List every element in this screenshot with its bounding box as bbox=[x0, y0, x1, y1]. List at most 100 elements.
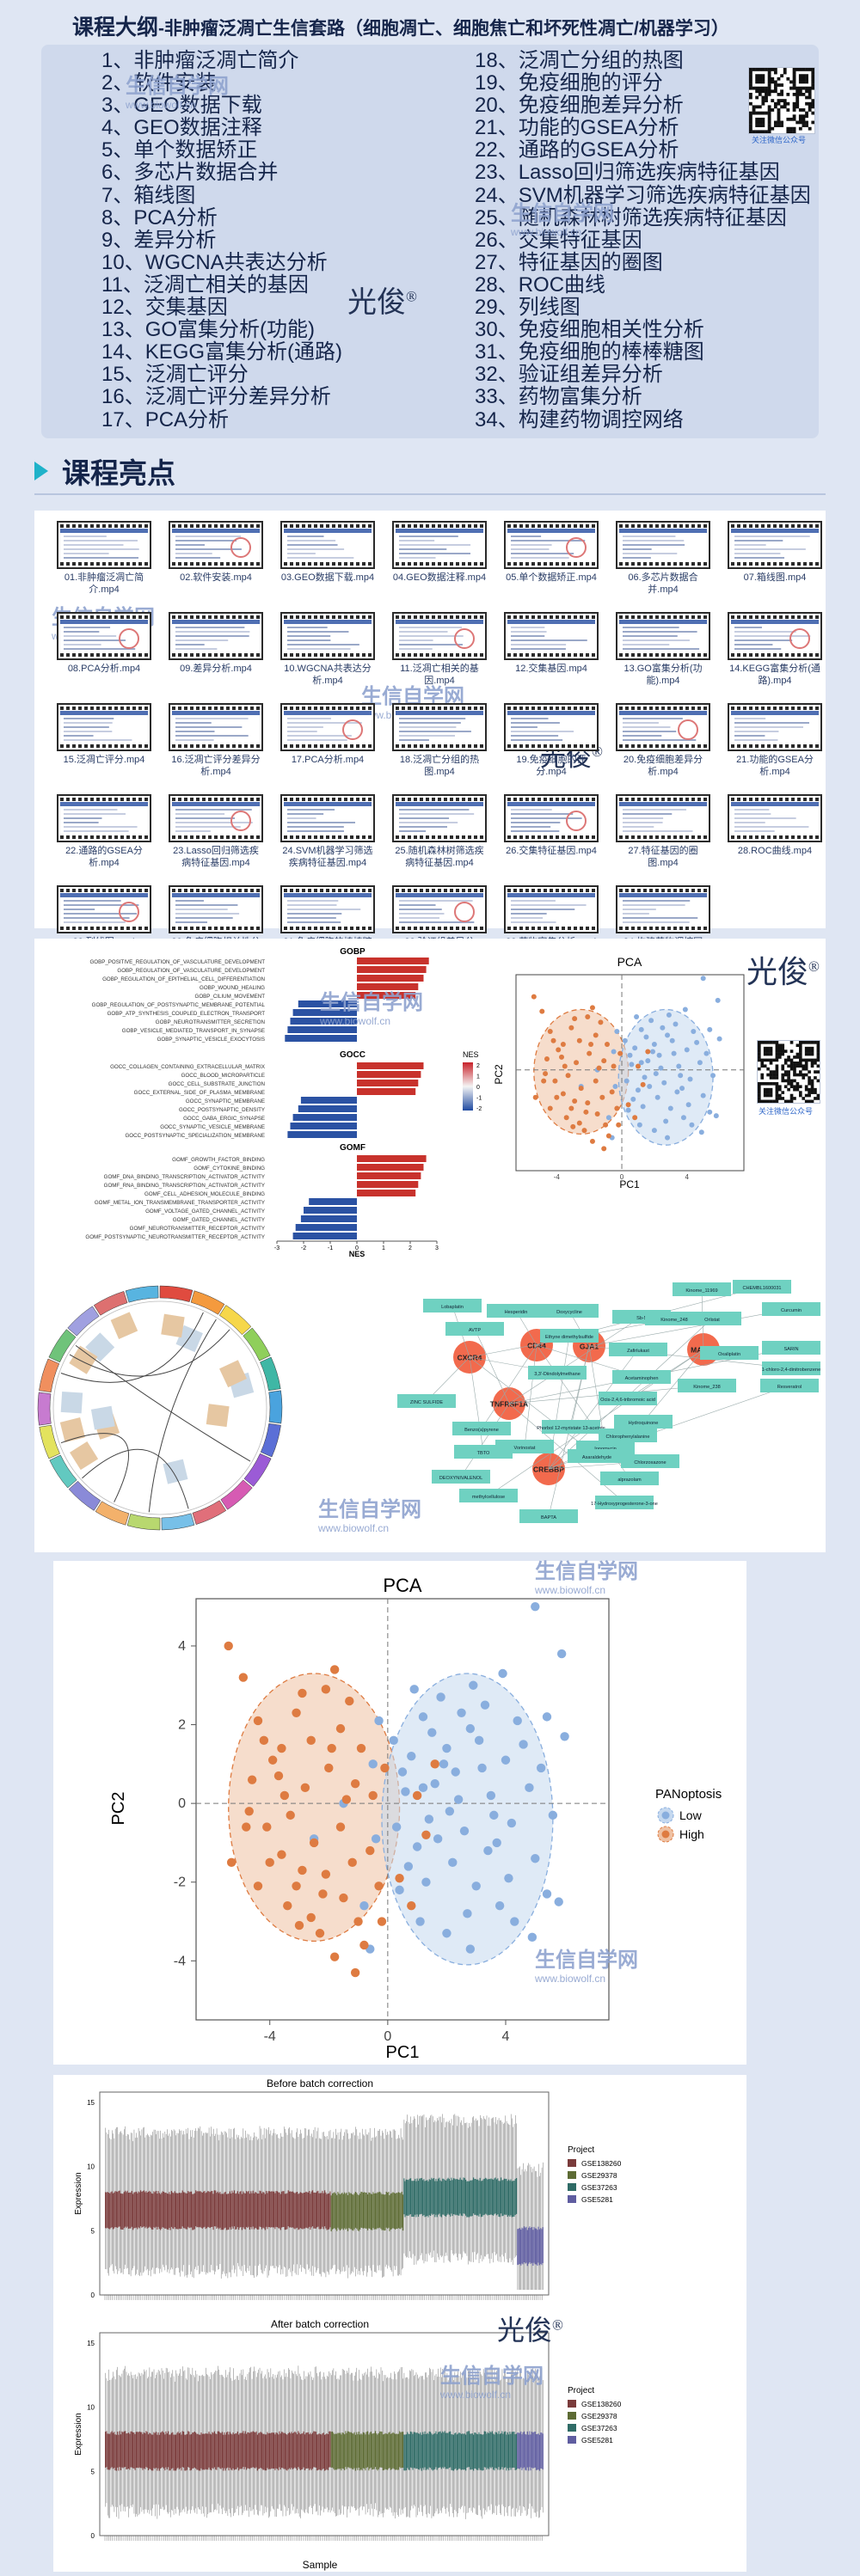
network-drug-label: Sb-5 bbox=[636, 1316, 647, 1321]
film-strip bbox=[60, 835, 148, 839]
qr-module bbox=[771, 68, 775, 71]
boxplot-box bbox=[307, 2192, 309, 2229]
video-thumbnail[interactable]: 28.ROC曲线.mp4 bbox=[728, 794, 822, 857]
boxplot-y-tick-label: 5 bbox=[91, 2227, 95, 2235]
video-thumbnail[interactable]: 07.箱线图.mp4 bbox=[728, 521, 822, 584]
video-thumbnail[interactable]: 16.泛凋亡评分差异分析.mp4 bbox=[169, 703, 263, 778]
boxplot-box bbox=[366, 2192, 367, 2229]
preview-line bbox=[287, 900, 339, 902]
preview-line bbox=[287, 627, 328, 628]
qr-module bbox=[814, 1091, 817, 1094]
boxplot-box bbox=[138, 2431, 140, 2468]
video-thumbnail[interactable]: 25.随机森林树筛选疾病特征基因.mp4 bbox=[392, 794, 487, 869]
video-thumbnail[interactable]: 10.WGCNA共表达分析.mp4 bbox=[280, 612, 375, 687]
video-thumbnail[interactable]: 06.多芯片数据合并.mp4 bbox=[616, 521, 710, 596]
boxplot-box bbox=[374, 2193, 377, 2230]
pca-point bbox=[587, 1050, 593, 1056]
video-thumbnail[interactable]: 18.泛凋亡分组的热图.mp4 bbox=[392, 703, 487, 778]
video-thumbnail[interactable]: 19.免疫细胞的评分.mp4 bbox=[504, 703, 599, 778]
boxplot-box bbox=[360, 2433, 362, 2469]
boxplot-box bbox=[219, 2432, 221, 2469]
video-thumbnail[interactable]: 22.通路的GSEA分析.mp4 bbox=[57, 794, 151, 869]
video-thumbnail[interactable]: 05.单个数据矫正.mp4 bbox=[504, 521, 599, 584]
video-title: 26.交集特征基因.mp4 bbox=[506, 846, 597, 856]
video-thumbnail[interactable]: 01.非肿瘤泛凋亡简介.mp4 bbox=[57, 521, 151, 596]
video-thumbnail[interactable]: 14.KEGG富集分析(通路).mp4 bbox=[728, 612, 822, 687]
video-thumbnail[interactable]: 08.PCA分析.mp4 bbox=[57, 612, 151, 675]
qr-module bbox=[766, 1067, 770, 1071]
video-preview bbox=[392, 794, 487, 842]
qr-module bbox=[798, 117, 802, 121]
pca-point bbox=[630, 1096, 636, 1102]
preview-line bbox=[175, 540, 237, 542]
preview-line bbox=[287, 548, 345, 550]
boxplot-box bbox=[434, 2432, 436, 2469]
preview-line bbox=[623, 913, 649, 915]
video-thumbnail[interactable]: 09.差异分析.mp4 bbox=[169, 612, 263, 675]
go-cc-bars: GOCC_COLLAGEN_CONTAINING_EXTRACELLULAR_M… bbox=[110, 1062, 424, 1139]
boxplot-box bbox=[359, 2434, 361, 2471]
boxplot-box bbox=[263, 2433, 265, 2470]
preview-line bbox=[511, 830, 560, 832]
boxplot-box bbox=[155, 2190, 157, 2227]
qr-module bbox=[758, 76, 762, 81]
boxplot-box bbox=[137, 2432, 138, 2468]
video-thumbnail[interactable]: 23.Lasso回归筛选疾病特征基因.mp4 bbox=[169, 794, 263, 869]
preview-line bbox=[734, 726, 803, 728]
boxplot-box bbox=[168, 2431, 169, 2468]
video-preview-content bbox=[619, 802, 707, 832]
video-thumbnail[interactable]: 21.功能的GSEA分析.mp4 bbox=[728, 703, 822, 778]
video-thumbnail[interactable]: 12.交集基因.mp4 bbox=[504, 612, 599, 675]
qr-module bbox=[758, 1087, 761, 1092]
qr-module bbox=[758, 124, 762, 127]
outline-item: 12、交集基因 bbox=[101, 296, 228, 320]
preview-line bbox=[399, 540, 435, 542]
preview-line bbox=[64, 822, 99, 823]
boxplot-box bbox=[127, 2193, 130, 2229]
pca-point bbox=[453, 1795, 464, 1804]
video-thumbnail[interactable]: 02.软件安装.mp4 bbox=[169, 521, 263, 584]
boxplot-box bbox=[486, 2178, 488, 2215]
preview-line bbox=[399, 544, 471, 546]
preview-line bbox=[623, 544, 685, 546]
preview-line bbox=[734, 809, 770, 811]
boxplot-box bbox=[178, 2432, 181, 2469]
qr-module bbox=[802, 92, 806, 96]
video-thumbnail[interactable]: 20.免疫细胞差异分析.mp4 bbox=[616, 703, 710, 778]
video-thumbnail[interactable]: 17.PCA分析.mp4 bbox=[280, 703, 375, 766]
video-thumbnail[interactable]: 24.SVM机器学习筛选疾病特征基因.mp4 bbox=[280, 794, 375, 869]
preview-line bbox=[287, 817, 316, 819]
preview-line bbox=[623, 909, 656, 910]
video-preview bbox=[169, 703, 263, 751]
video-thumbnail[interactable]: 13.GO富集分析(功能).mp4 bbox=[616, 612, 710, 687]
boxplot-box bbox=[411, 2432, 413, 2469]
video-thumbnail[interactable]: 15.泛凋亡评分.mp4 bbox=[57, 703, 151, 766]
preview-line bbox=[287, 648, 351, 650]
video-thumbnail[interactable]: 26.交集特征基因.mp4 bbox=[504, 794, 599, 857]
video-thumbnail[interactable]: 03.GEO数据下载.mp4 bbox=[280, 521, 375, 584]
qr-module bbox=[749, 95, 752, 100]
video-thumbnail[interactable]: 11.泛凋亡相关的基因.mp4 bbox=[392, 612, 487, 687]
qr-code-pattern bbox=[749, 68, 815, 134]
boxplot-box bbox=[400, 2432, 402, 2469]
qr-module bbox=[802, 1097, 806, 1100]
boxplot-box bbox=[307, 2432, 309, 2469]
qr-module bbox=[766, 1049, 770, 1053]
video-thumbnail[interactable]: 04.GEO数据注释.mp4 bbox=[392, 521, 487, 584]
video-preview bbox=[392, 521, 487, 569]
qr-module bbox=[783, 1062, 788, 1065]
pca-point bbox=[653, 1071, 659, 1077]
pca-point bbox=[552, 1078, 558, 1084]
qr-module bbox=[798, 80, 802, 84]
qr-module bbox=[798, 114, 802, 119]
circos-segment bbox=[39, 1424, 60, 1459]
video-thumbnail[interactable]: 27.特征基因的圈图.mp4 bbox=[616, 794, 710, 869]
film-strip bbox=[284, 835, 372, 839]
qr-module bbox=[775, 1052, 779, 1056]
small-pca-title: PCA bbox=[617, 955, 642, 969]
boxplot-box bbox=[184, 2192, 186, 2229]
qr-module bbox=[808, 86, 812, 90]
pca-point bbox=[647, 1083, 653, 1089]
preview-line bbox=[511, 722, 560, 724]
